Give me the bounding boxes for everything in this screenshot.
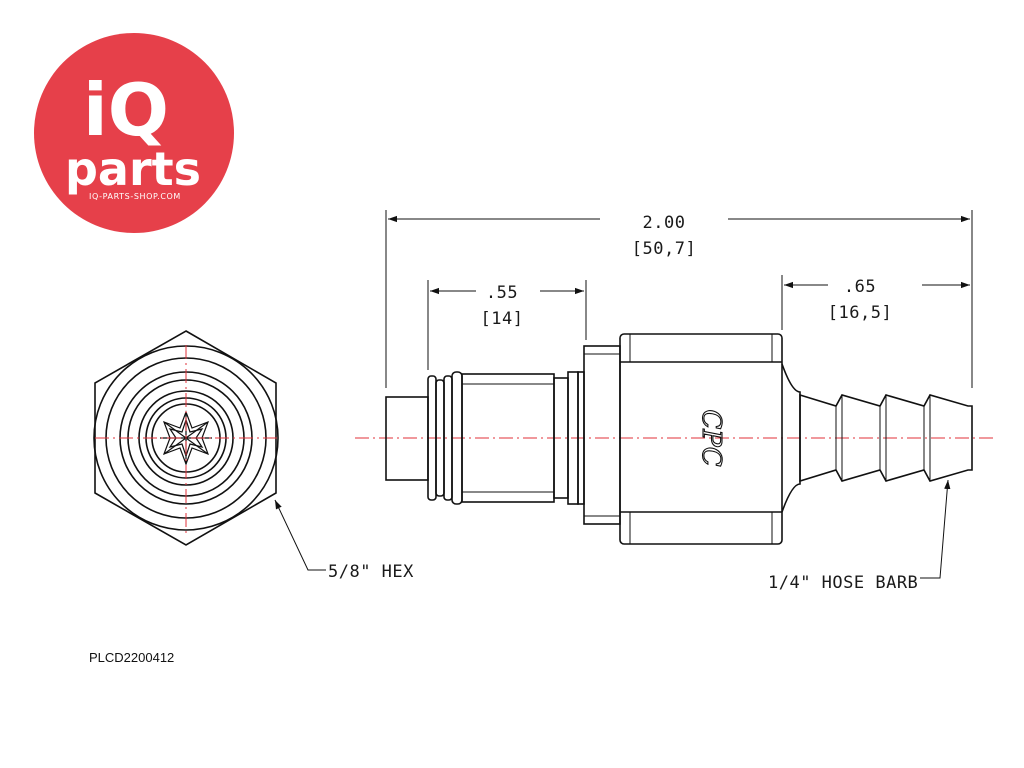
hex-body <box>619 333 783 545</box>
dim-barb-mm: [16,5] <box>828 303 892 323</box>
dim-barb-inch: .65 <box>844 277 876 297</box>
hex-outline <box>94 330 277 546</box>
cpc-logo-mark: CPC <box>695 409 726 467</box>
extension-lines <box>385 210 973 388</box>
dim-coupling-mm: [14] <box>481 309 524 329</box>
dim-barb: .65 [16,5] <box>784 277 970 323</box>
dim-coupling: .55 [14] <box>430 283 584 329</box>
body-mark-text: CPC <box>696 409 726 466</box>
logo-iq-text: iQ <box>83 68 169 152</box>
iq-parts-logo: iQ parts IQ-PARTS-SHOP.COM <box>34 33 234 233</box>
barb-callout-label: 1/4" HOSE BARB <box>768 573 918 593</box>
coupling-side-view: CPC <box>355 333 995 545</box>
logo-parts-text: parts <box>65 142 201 196</box>
dim-coupling-inch: .55 <box>486 283 518 303</box>
hex-end-view <box>93 330 280 546</box>
shoulder-flange <box>583 345 621 525</box>
hex-callout: 5/8" HEX <box>274 499 414 582</box>
dim-overall-mm: [50,7] <box>632 239 696 259</box>
part-number: PLCD2200412 <box>89 650 174 665</box>
logo-circle <box>34 33 234 233</box>
dim-overall: 2.00 [50,7] <box>388 213 970 259</box>
hex-callout-label: 5/8" HEX <box>328 562 414 582</box>
logo-tagline: IQ-PARTS-SHOP.COM <box>89 192 181 201</box>
dim-overall-inch: 2.00 <box>643 213 686 233</box>
barb-callout: 1/4" HOSE BARB <box>768 479 951 593</box>
